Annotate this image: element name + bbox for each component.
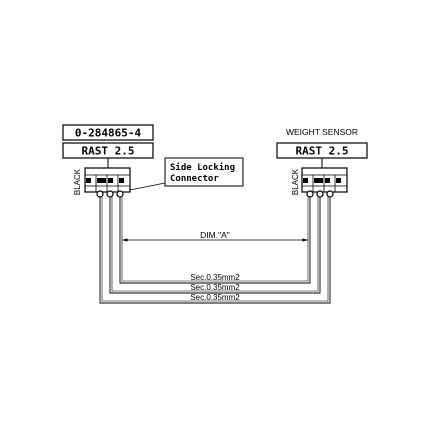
- left-type-label: RAST 2.5: [82, 145, 135, 158]
- right-title: WEIGHT SENSOR: [286, 127, 358, 137]
- left-part-number: 0-284865-4: [75, 127, 142, 140]
- side-locking-callout: Side Locking Connector: [129, 157, 244, 191]
- callout-line-2: Connector: [170, 174, 219, 184]
- dimension-label: DIM."A": [200, 230, 230, 240]
- callout-leader: [129, 182, 166, 191]
- left-side-label: BLACK: [73, 168, 82, 195]
- left-part-number-box: [62, 124, 154, 141]
- left-connector-body: [84, 167, 131, 193]
- right-type-label: RAST 2.5: [296, 145, 349, 158]
- right-connector-body: [301, 167, 348, 193]
- wire-label-3: Sec.0.35mm2: [190, 293, 240, 302]
- right-side-label: BLACK: [291, 168, 300, 195]
- wire-label-2: Sec.0.35mm2: [190, 283, 240, 292]
- wire-inner: [119, 197, 311, 284]
- wire-outer: [99, 197, 331, 304]
- wires: Sec.0.35mm2 Sec.0.35mm2 Sec.0.35mm2: [99, 197, 331, 304]
- callout-line-1: Side Locking: [170, 162, 235, 173]
- right-pins: [306, 190, 334, 198]
- left-connector: 0-284865-4 RAST 2.5 BLACK: [62, 124, 154, 198]
- wire-middle: [109, 197, 321, 294]
- left-pins: [96, 190, 124, 198]
- wire-label-1: Sec.0.35mm2: [190, 273, 240, 282]
- dimension-a: DIM."A": [122, 230, 308, 242]
- callout-box: [164, 157, 244, 187]
- right-connector: WEIGHT SENSOR RAST 2.5 BLACK: [276, 127, 368, 198]
